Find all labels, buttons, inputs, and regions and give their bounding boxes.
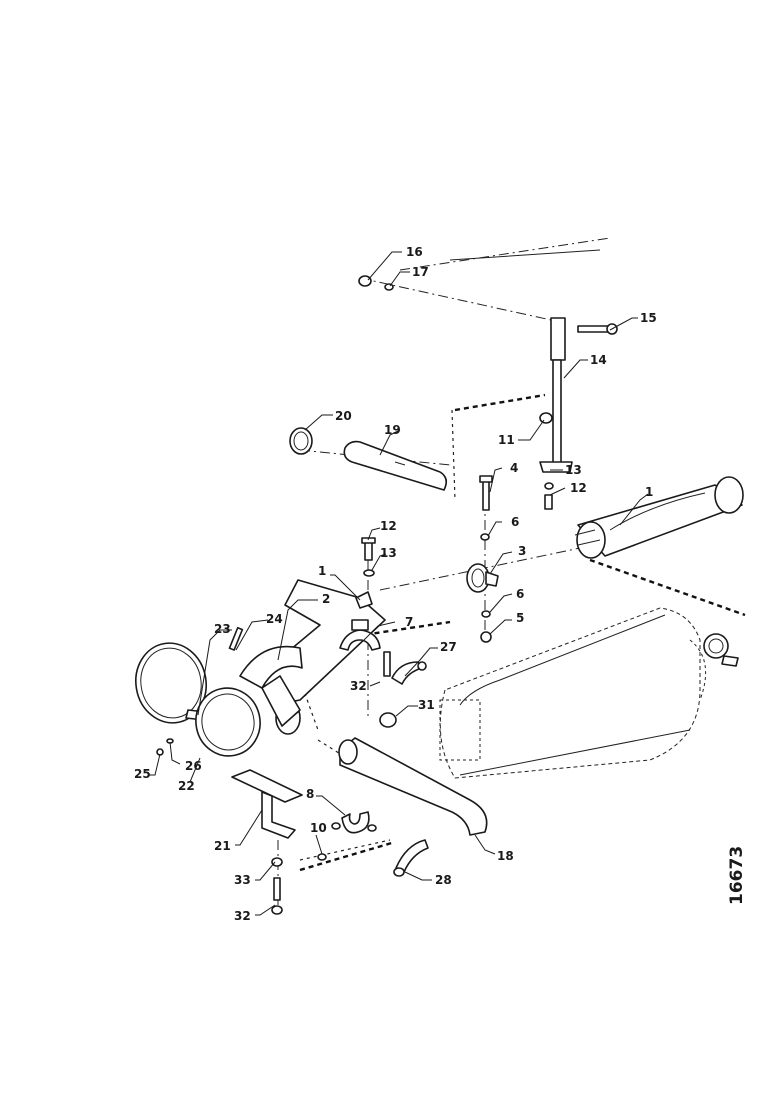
silencer xyxy=(439,607,707,779)
clamp-ring xyxy=(289,427,313,455)
label-12-right: 12 xyxy=(570,481,587,495)
label-17: 17 xyxy=(412,265,429,279)
label-15: 15 xyxy=(640,311,657,325)
label-25: 25 xyxy=(134,767,151,781)
label-12-left: 12 xyxy=(380,519,397,533)
bolt-4 xyxy=(479,475,493,511)
clamp-8 xyxy=(331,811,377,834)
clamp-half-27 xyxy=(391,661,427,685)
label-4: 4 xyxy=(510,461,518,475)
bolt-12-left xyxy=(361,537,376,561)
label-22: 22 xyxy=(178,779,195,793)
clamp-3 xyxy=(466,563,499,593)
label-1: 1 xyxy=(645,485,653,499)
label-27: 27 xyxy=(440,640,457,654)
document-number: 16673 xyxy=(727,846,747,905)
label-20: 20 xyxy=(335,409,352,423)
nut-16 xyxy=(358,275,372,287)
mounting-bracket xyxy=(231,769,303,839)
nut-5 xyxy=(480,631,492,643)
gasket-small xyxy=(355,591,373,609)
washer-17 xyxy=(384,283,394,291)
label-10: 10 xyxy=(310,821,327,835)
clamp-half-28 xyxy=(393,839,429,877)
label-11: 11 xyxy=(498,433,515,447)
tail-clamp xyxy=(703,633,739,667)
label-31: 31 xyxy=(418,698,435,712)
label-19: 19 xyxy=(384,423,401,437)
label-2: 2 xyxy=(322,592,330,606)
bolt-32-upper xyxy=(383,651,391,677)
clamp-bracket-7 xyxy=(339,619,381,651)
label-32-upper: 32 xyxy=(350,679,367,693)
label-24: 24 xyxy=(266,612,283,626)
washer-6-upper xyxy=(480,533,490,541)
washer-6-lower xyxy=(481,610,491,618)
rear-pipe xyxy=(338,737,488,836)
label-33: 33 xyxy=(234,873,251,887)
label-16: 16 xyxy=(406,245,423,259)
nut-31 xyxy=(379,712,397,728)
label-13-left: 13 xyxy=(380,546,397,560)
label-14: 14 xyxy=(590,353,607,367)
hanger-bracket xyxy=(539,317,573,473)
front-pipe xyxy=(239,579,386,735)
label-8: 8 xyxy=(306,787,314,801)
label-6-upper: 6 xyxy=(511,515,519,529)
tail-pipe xyxy=(574,476,744,559)
leader-lines xyxy=(148,251,649,916)
part-labels: 16 17 15 14 20 19 11 13 12 4 1 6 12 13 3… xyxy=(134,245,657,923)
gasket-ring xyxy=(195,687,261,757)
label-7: 7 xyxy=(405,615,413,629)
large-clamp-ring xyxy=(135,642,207,724)
label-13-right: 13 xyxy=(565,463,582,477)
label-18: 18 xyxy=(497,849,514,863)
label-32-lower: 32 xyxy=(234,909,251,923)
label-5: 5 xyxy=(516,611,524,625)
washer-13-left xyxy=(363,569,375,577)
label-6-lower: 6 xyxy=(516,587,524,601)
centerlines xyxy=(277,237,746,905)
label-3: 3 xyxy=(518,544,526,558)
stud-24 xyxy=(228,626,244,651)
label-1-small: 1 xyxy=(318,564,326,578)
bolt-32-lower xyxy=(271,877,283,915)
label-28: 28 xyxy=(435,873,452,887)
label-26: 26 xyxy=(185,759,202,773)
bolt-12-right xyxy=(544,494,553,510)
washer-33 xyxy=(271,857,283,867)
label-23: 23 xyxy=(214,622,231,636)
heat-shield xyxy=(343,440,448,491)
washer-13-right xyxy=(544,482,554,490)
nut-10 xyxy=(317,853,327,861)
label-21: 21 xyxy=(214,839,231,853)
